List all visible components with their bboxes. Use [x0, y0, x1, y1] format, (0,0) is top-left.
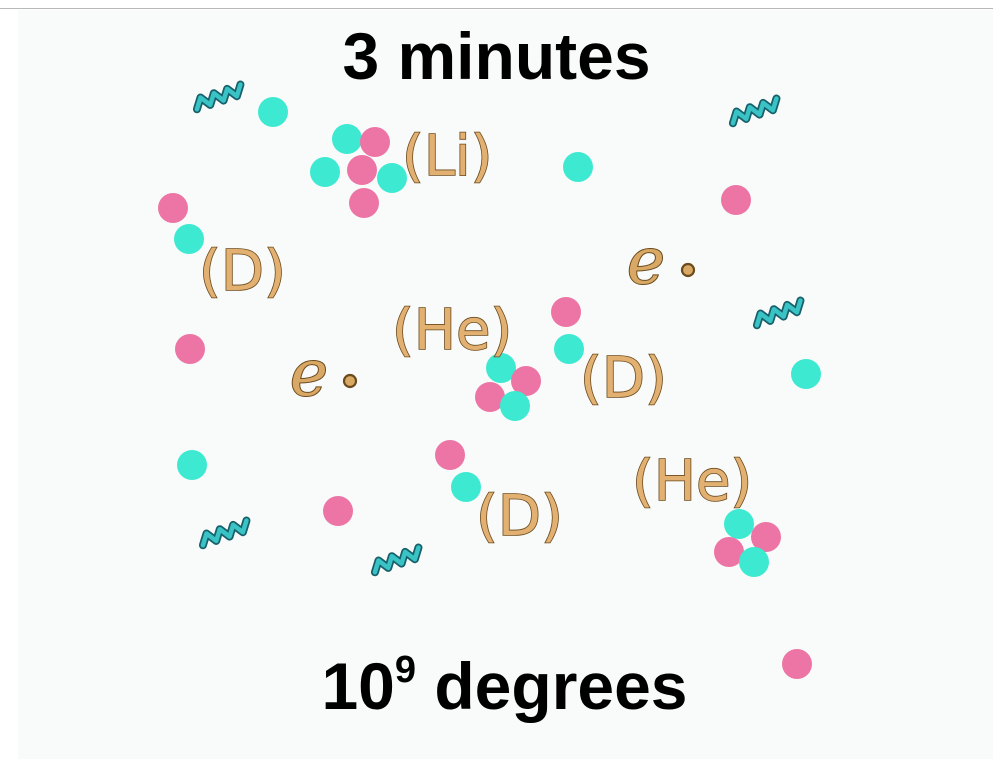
deuterium-nucleus [435, 440, 481, 502]
proton [347, 155, 377, 185]
neutron [724, 509, 754, 539]
photon-icon [730, 99, 780, 124]
deuterium-label: (D) [199, 239, 286, 304]
deuterium-nucleus [158, 193, 204, 254]
proton [360, 127, 390, 157]
proton [721, 185, 751, 215]
neutron [174, 224, 204, 254]
time-title: 3 minutes [342, 19, 651, 93]
proton [158, 193, 188, 223]
neutron [563, 152, 593, 182]
proton [751, 522, 781, 552]
photon-icon [194, 85, 244, 110]
neutron [332, 124, 362, 154]
lithium-label: (Li) [402, 124, 492, 189]
electron-icon: e [626, 224, 696, 300]
electron-dot [342, 373, 358, 389]
neutron [500, 391, 530, 421]
neutron [554, 334, 584, 364]
photon-icon [200, 521, 250, 546]
proton [475, 382, 505, 412]
neutron [177, 450, 207, 480]
helium-nucleus [714, 509, 781, 577]
neutron [739, 547, 769, 577]
helium-nucleus [475, 353, 541, 421]
electron-icon: e [289, 336, 358, 412]
electron-label: e [290, 337, 328, 411]
proton [175, 334, 205, 364]
neutron [451, 472, 481, 502]
proton [435, 440, 465, 470]
neutron [377, 163, 407, 193]
photon-icon [372, 548, 422, 573]
proton [551, 297, 581, 327]
deuterium-label: (D) [580, 346, 667, 411]
temperature-title: 109 degrees [8, 648, 993, 724]
proton [782, 649, 812, 679]
photon-icon [754, 301, 804, 326]
proton [323, 496, 353, 526]
neutron [310, 157, 340, 187]
electron-dot [680, 262, 696, 278]
proton [349, 188, 379, 218]
proton [511, 366, 541, 396]
neutron [486, 353, 516, 383]
helium-label: (He) [632, 449, 752, 514]
lithium-nucleus [310, 124, 407, 218]
neutron [791, 359, 821, 389]
temperature-exponent: 9 [394, 649, 417, 691]
helium-label: (He) [392, 298, 512, 363]
neutron [258, 97, 288, 127]
deuterium-nucleus [551, 297, 584, 364]
temperature-unit: degrees [416, 649, 688, 723]
temperature-base: 10 [321, 649, 395, 723]
proton [714, 537, 744, 567]
diagram-panel [18, 10, 993, 759]
top-divider [0, 8, 993, 9]
deuterium-label: (D) [476, 484, 563, 549]
electron-label: e [627, 225, 665, 299]
